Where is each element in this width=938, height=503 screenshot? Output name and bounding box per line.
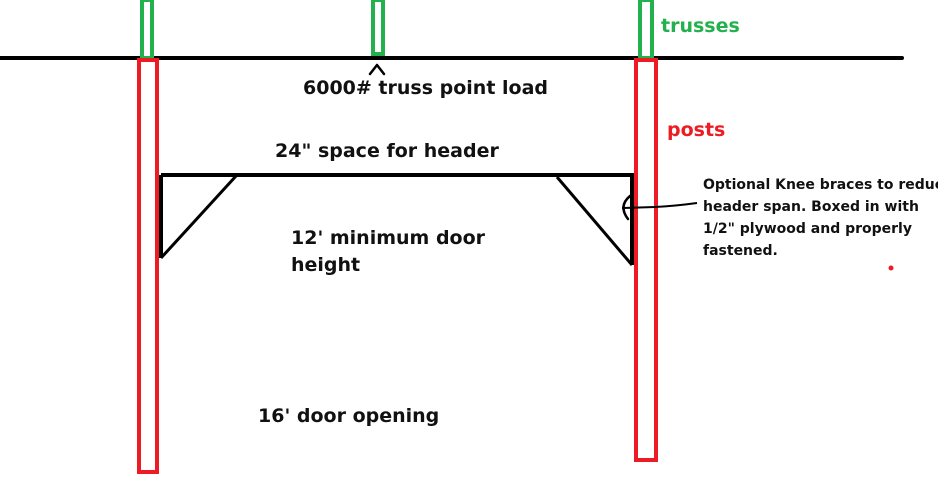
door-height-label-line2: height	[291, 254, 361, 276]
knee-note-line3: 1/2" plywood and properly	[703, 221, 912, 237]
header-space-label: 24" space for header	[275, 140, 499, 162]
knee-note-line2: header span. Boxed in with	[703, 199, 919, 215]
knee-note-line4: fastened.	[703, 243, 778, 259]
point-load-arrow	[368, 63, 386, 76]
truss-right	[638, 0, 654, 60]
door-opening-label: 16' door opening	[258, 405, 440, 427]
knee-brace-left-diagonal	[159, 174, 238, 260]
knee-note-pointer	[621, 202, 698, 209]
red-dot	[888, 265, 894, 271]
trusses-label: trusses	[661, 15, 740, 37]
point-load-label: 6000# truss point load	[303, 77, 549, 99]
truss-center	[371, 0, 385, 56]
knee-note-line1: Optional Knee braces to reduce	[703, 177, 938, 193]
knee-note-arrowhead	[622, 194, 632, 221]
truss-left	[140, 0, 154, 60]
post-left	[137, 58, 159, 474]
door-height-label-line1: 12' minimum door	[291, 227, 486, 249]
knee-brace-right-diagonal	[555, 176, 634, 266]
posts-label: posts	[667, 119, 726, 141]
post-right	[634, 58, 658, 462]
